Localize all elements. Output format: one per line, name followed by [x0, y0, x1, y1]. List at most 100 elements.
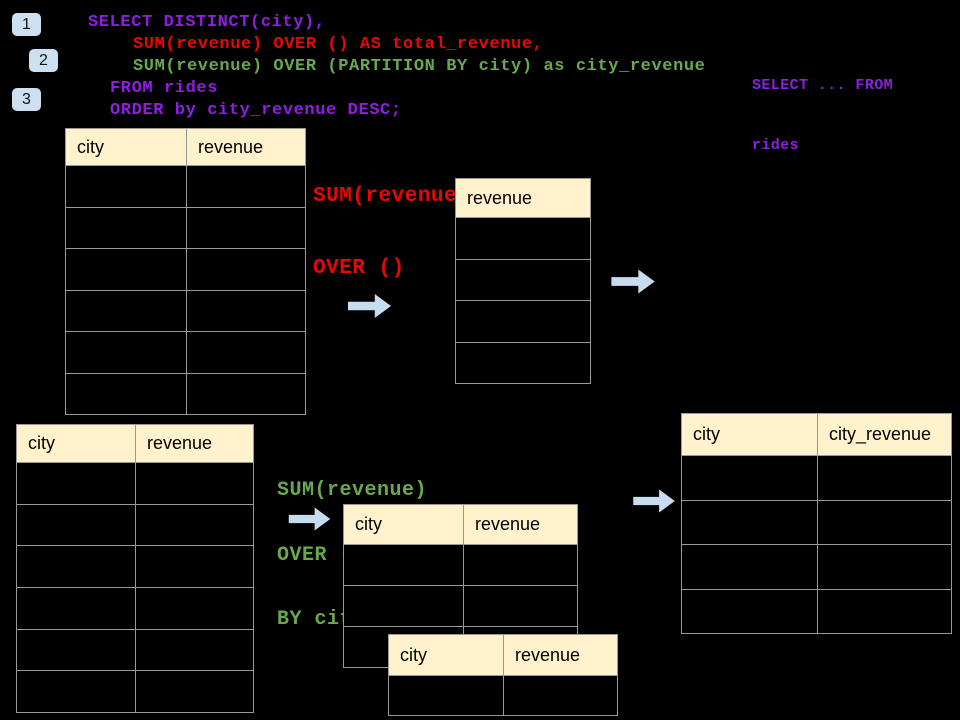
table-cell: [186, 165, 306, 208]
table-cell: [455, 258, 591, 301]
column-header-city: city: [343, 504, 464, 545]
table-cell: [135, 628, 254, 672]
table-row: [16, 462, 254, 505]
table-row: [16, 670, 254, 714]
total-revenue-table: revenue: [455, 178, 591, 384]
total-revenue-annotation-line-1: SUM(revenue): [313, 185, 471, 208]
partitioned-table-overlap: city revenue: [388, 634, 618, 716]
table-row: [681, 499, 952, 545]
table-cell: [681, 588, 818, 634]
right-arrow-icon: [611, 269, 655, 294]
table-row: [65, 372, 306, 415]
table-header-row: city revenue: [388, 634, 618, 676]
table-cell: [65, 165, 187, 208]
table-cell: [817, 544, 952, 590]
table-row: [65, 165, 306, 208]
table-header-row: city revenue: [16, 424, 254, 463]
table-cell: [343, 544, 464, 586]
table-cell: [463, 544, 578, 586]
table-cell: [16, 462, 136, 505]
table-cell: [817, 588, 952, 634]
table-row: [681, 455, 952, 501]
table-row: [343, 585, 578, 627]
table-cell: [455, 341, 591, 384]
table-header-row: revenue: [455, 178, 591, 218]
source-table-top: city revenue: [65, 128, 306, 415]
sql-side-note: SELECT ... FROM rides: [752, 36, 893, 176]
city-revenue-result-table: city city_revenue: [681, 413, 952, 634]
table-cell: [186, 248, 306, 291]
table-cell: [681, 544, 818, 590]
table-row: [343, 544, 578, 586]
table-cell: [16, 545, 136, 589]
table-header-row: city revenue: [343, 504, 578, 545]
sql-side-note-line-1: SELECT ... FROM: [752, 77, 894, 94]
step-badge-3: 3: [12, 88, 41, 111]
table-cell: [65, 248, 187, 291]
table-row: [455, 217, 591, 260]
table-cell: [65, 289, 187, 332]
table-row: [65, 331, 306, 374]
table-row: [16, 628, 254, 672]
partition-annotation-line-1: SUM(revenue): [277, 479, 428, 502]
table-row: [65, 289, 306, 332]
column-header-revenue: revenue: [186, 128, 306, 166]
table-row: [65, 206, 306, 249]
table-cell: [135, 587, 254, 630]
table-cell: [65, 206, 187, 249]
table-cell: [65, 372, 187, 415]
table-cell: [388, 675, 504, 716]
table-cell: [455, 300, 591, 343]
table-row: [388, 675, 618, 716]
column-header-city-revenue: city_revenue: [817, 413, 952, 456]
table-row: [455, 341, 591, 384]
table-cell: [681, 499, 818, 545]
table-cell: [135, 670, 254, 714]
right-arrow-icon: [633, 489, 675, 513]
sql-code-line-3: SUM(revenue) OVER (PARTITION BY city) as…: [133, 57, 706, 76]
source-table-bottom: city revenue: [16, 424, 254, 714]
column-header-revenue: revenue: [455, 178, 591, 218]
table-cell: [681, 455, 818, 501]
table-cell: [135, 503, 254, 547]
column-header-revenue: revenue: [503, 634, 618, 676]
table-cell: [343, 585, 464, 627]
sql-code-line-4: FROM rides: [110, 79, 219, 98]
column-header-city: city: [16, 424, 136, 463]
table-cell: [186, 331, 306, 374]
table-cell: [65, 331, 187, 374]
step-badge-2: 2: [29, 49, 58, 72]
sql-code-line-2: SUM(revenue) OVER () AS total_revenue,: [133, 35, 544, 54]
right-arrow-icon: [288, 507, 331, 531]
total-revenue-annotation-line-2: OVER (): [313, 257, 405, 280]
table-row: [16, 587, 254, 630]
table-row: [16, 503, 254, 547]
table-cell: [16, 628, 136, 672]
sql-side-note-line-2: rides: [752, 137, 800, 154]
table-cell: [186, 206, 306, 249]
table-cell: [455, 217, 591, 260]
sql-code-line-5: ORDER by city_revenue DESC;: [110, 101, 402, 120]
table-cell: [817, 455, 952, 501]
table-cell: [503, 675, 618, 716]
table-cell: [16, 670, 136, 714]
table-cell: [817, 499, 952, 545]
step-badge-1: 1: [12, 13, 41, 36]
table-row: [455, 300, 591, 343]
right-arrow-icon: [348, 294, 392, 318]
table-cell: [16, 587, 136, 630]
column-header-revenue: revenue: [463, 504, 578, 545]
column-header-city: city: [681, 413, 818, 456]
column-header-city: city: [65, 128, 187, 166]
table-row: [681, 544, 952, 590]
table-row: [16, 545, 254, 589]
table-cell: [16, 503, 136, 547]
table-cell: [186, 289, 306, 332]
column-header-city: city: [388, 634, 504, 676]
table-header-row: city revenue: [65, 128, 306, 166]
table-row: [65, 248, 306, 291]
table-cell: [135, 545, 254, 589]
table-row: [455, 258, 591, 301]
table-header-row: city city_revenue: [681, 413, 952, 456]
table-cell: [135, 462, 254, 505]
